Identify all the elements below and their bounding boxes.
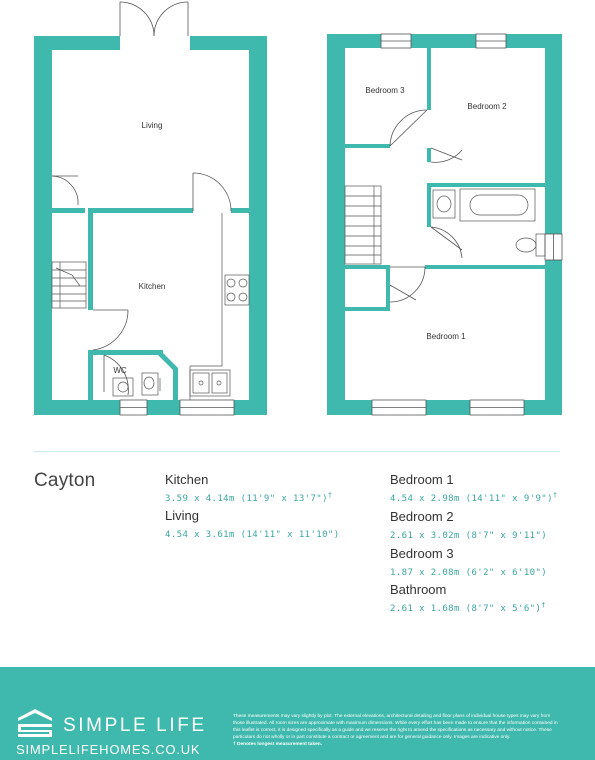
room-label-bedroom2: Bedroom 2 [467,102,507,111]
wall [88,208,93,310]
room-dimensions: 4.54 x 3.61m (14'11" x 11'10") [165,530,340,540]
door [51,172,232,396]
room-dimensions: 4.54 x 2.98m (14'11" x 9'9")† [390,491,558,504]
room-name: Living [165,508,199,523]
divider [34,451,560,452]
room-bathroom: Bathroom 2.61 x 1.68m (8'7" x 5'6")† [390,582,546,614]
first-floor-plan: Bedroom 3 Bedroom 2 Bedroom 1 [327,33,563,416]
house-logo-icon [18,709,52,737]
room-label-living: Living [142,121,163,130]
kitchen-fittings [189,213,250,400]
wall [345,307,390,311]
stairs [51,261,87,309]
room-label-kitchen: Kitchen [139,282,166,291]
floor-plans: Living Kitchen WC [34,1,563,416]
room-label-bedroom1: Bedroom 1 [426,332,466,341]
room-name: Bathroom [390,582,447,597]
room-kitchen: Kitchen 3.59 x 4.14m (11'9" x 13'7")† [165,472,333,504]
wall [345,265,390,269]
room-bedroom-3: Bedroom 3 1.87 x 2.08m (6'2" x 6'10") [390,546,547,578]
website-link[interactable]: SIMPLELIFEHOMES.CO.UK [16,742,201,757]
room-label-bedroom3: Bedroom 3 [365,86,405,95]
room-bedroom-2: Bedroom 2 2.61 x 3.02m (8'7" x 9'11") [390,509,547,541]
room-name: Bedroom 1 [390,472,454,487]
wall [34,36,52,415]
footer-banner [0,667,595,760]
room-dimensions: 3.59 x 4.14m (11'9" x 13'7")† [165,491,333,504]
wall [52,208,85,213]
room-label-wc: WC [113,366,127,375]
wall [425,265,545,269]
wall [157,350,178,400]
wall [327,400,562,415]
french-doors [119,1,189,37]
measurement-note: † Denotes longest measurement taken. [233,742,323,747]
door [389,109,463,303]
room-living: Living 4.54 x 3.61m (14'11" x 11'10") [165,508,340,540]
wall [231,208,249,213]
window [371,33,563,416]
room-dimensions: 1.87 x 2.08m (6'2" x 6'10") [390,568,548,578]
room-name: Kitchen [165,472,209,487]
wall [249,36,267,415]
wall [427,148,431,162]
window [119,399,235,416]
wall [327,34,345,415]
house-type-name: Cayton [34,470,96,491]
disclaimer: These measurements may vary slightly by … [233,713,563,748]
room-dimensions: 2.61 x 1.68m (8'7" x 5'6")† [390,601,546,614]
room-dimensions: 2.61 x 3.02m (8'7" x 9'11") [390,531,548,541]
wall [88,350,93,400]
disclaimer-text: These measurements may vary slightly by … [233,714,558,740]
wall [88,208,193,213]
wall [427,48,431,110]
room-name: Bedroom 3 [390,546,454,561]
wall [545,34,562,415]
wall [327,34,562,48]
room-bedroom-1: Bedroom 1 4.54 x 2.98m (14'11" x 9'9")† [390,472,558,504]
stairs [344,185,382,265]
wall [34,36,120,50]
bathroom-fittings [432,188,546,257]
room-name: Bedroom 2 [390,509,454,524]
wall [190,36,267,50]
wall [427,183,431,227]
wall [93,350,163,355]
wall [427,183,545,187]
wall [386,269,390,311]
brand-name: SIMPLE LIFE [63,715,207,736]
wc-fittings [112,372,161,397]
wall [345,144,390,148]
ground-floor-plan: Living Kitchen WC [34,1,267,416]
